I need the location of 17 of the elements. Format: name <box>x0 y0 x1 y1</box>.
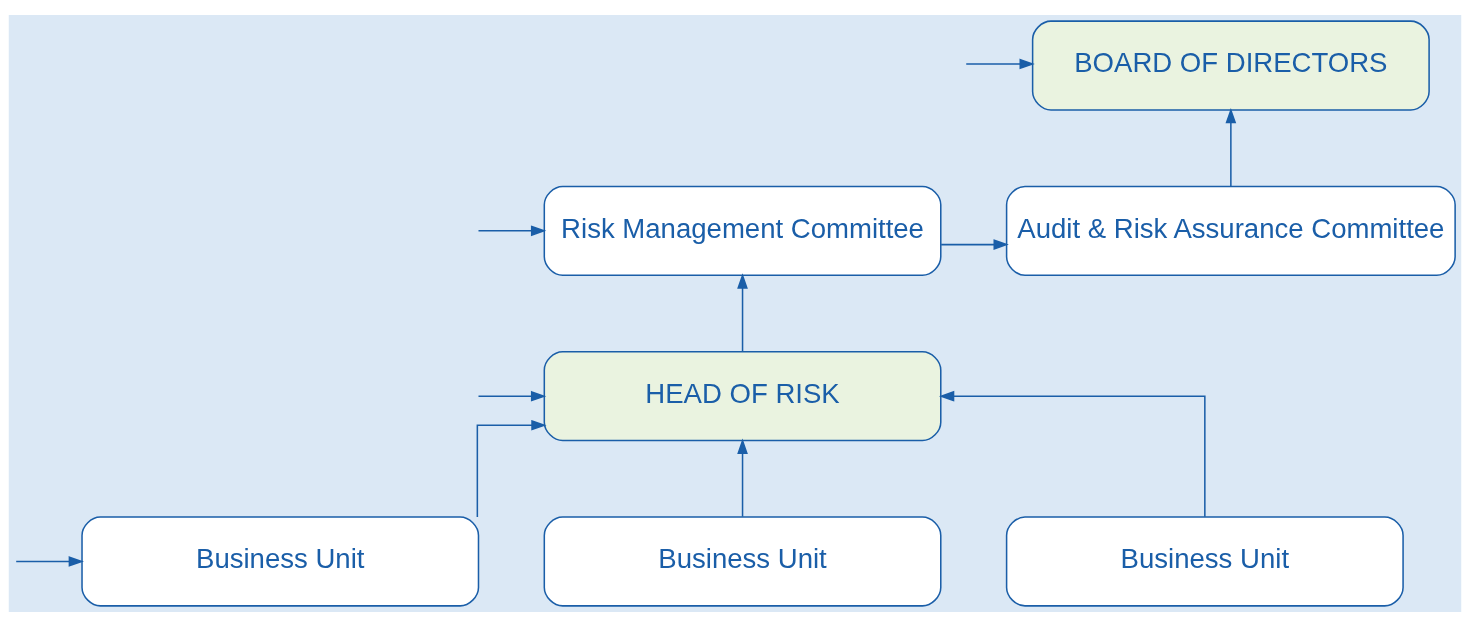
node-box: Business Unit <box>1005 516 1404 607</box>
node-box: Business Unit <box>81 516 480 607</box>
arrow <box>1225 107 1237 187</box>
arrow <box>477 225 547 237</box>
arrow <box>737 273 748 353</box>
node-box: HEAD OF RISK <box>543 351 942 442</box>
arrow <box>938 390 1206 518</box>
node-box: BOARD OF DIRECTORS <box>1031 20 1430 111</box>
node-box: Business Unit <box>543 516 942 607</box>
node-box: Risk Management Committee <box>543 185 942 276</box>
arrow <box>737 438 748 518</box>
arrow <box>965 58 1035 70</box>
arrow <box>15 556 84 567</box>
node-box: Audit & Risk Assurance Committee <box>1005 185 1456 276</box>
arrow <box>477 390 547 402</box>
arrow <box>476 419 547 518</box>
arrow <box>940 239 1009 250</box>
